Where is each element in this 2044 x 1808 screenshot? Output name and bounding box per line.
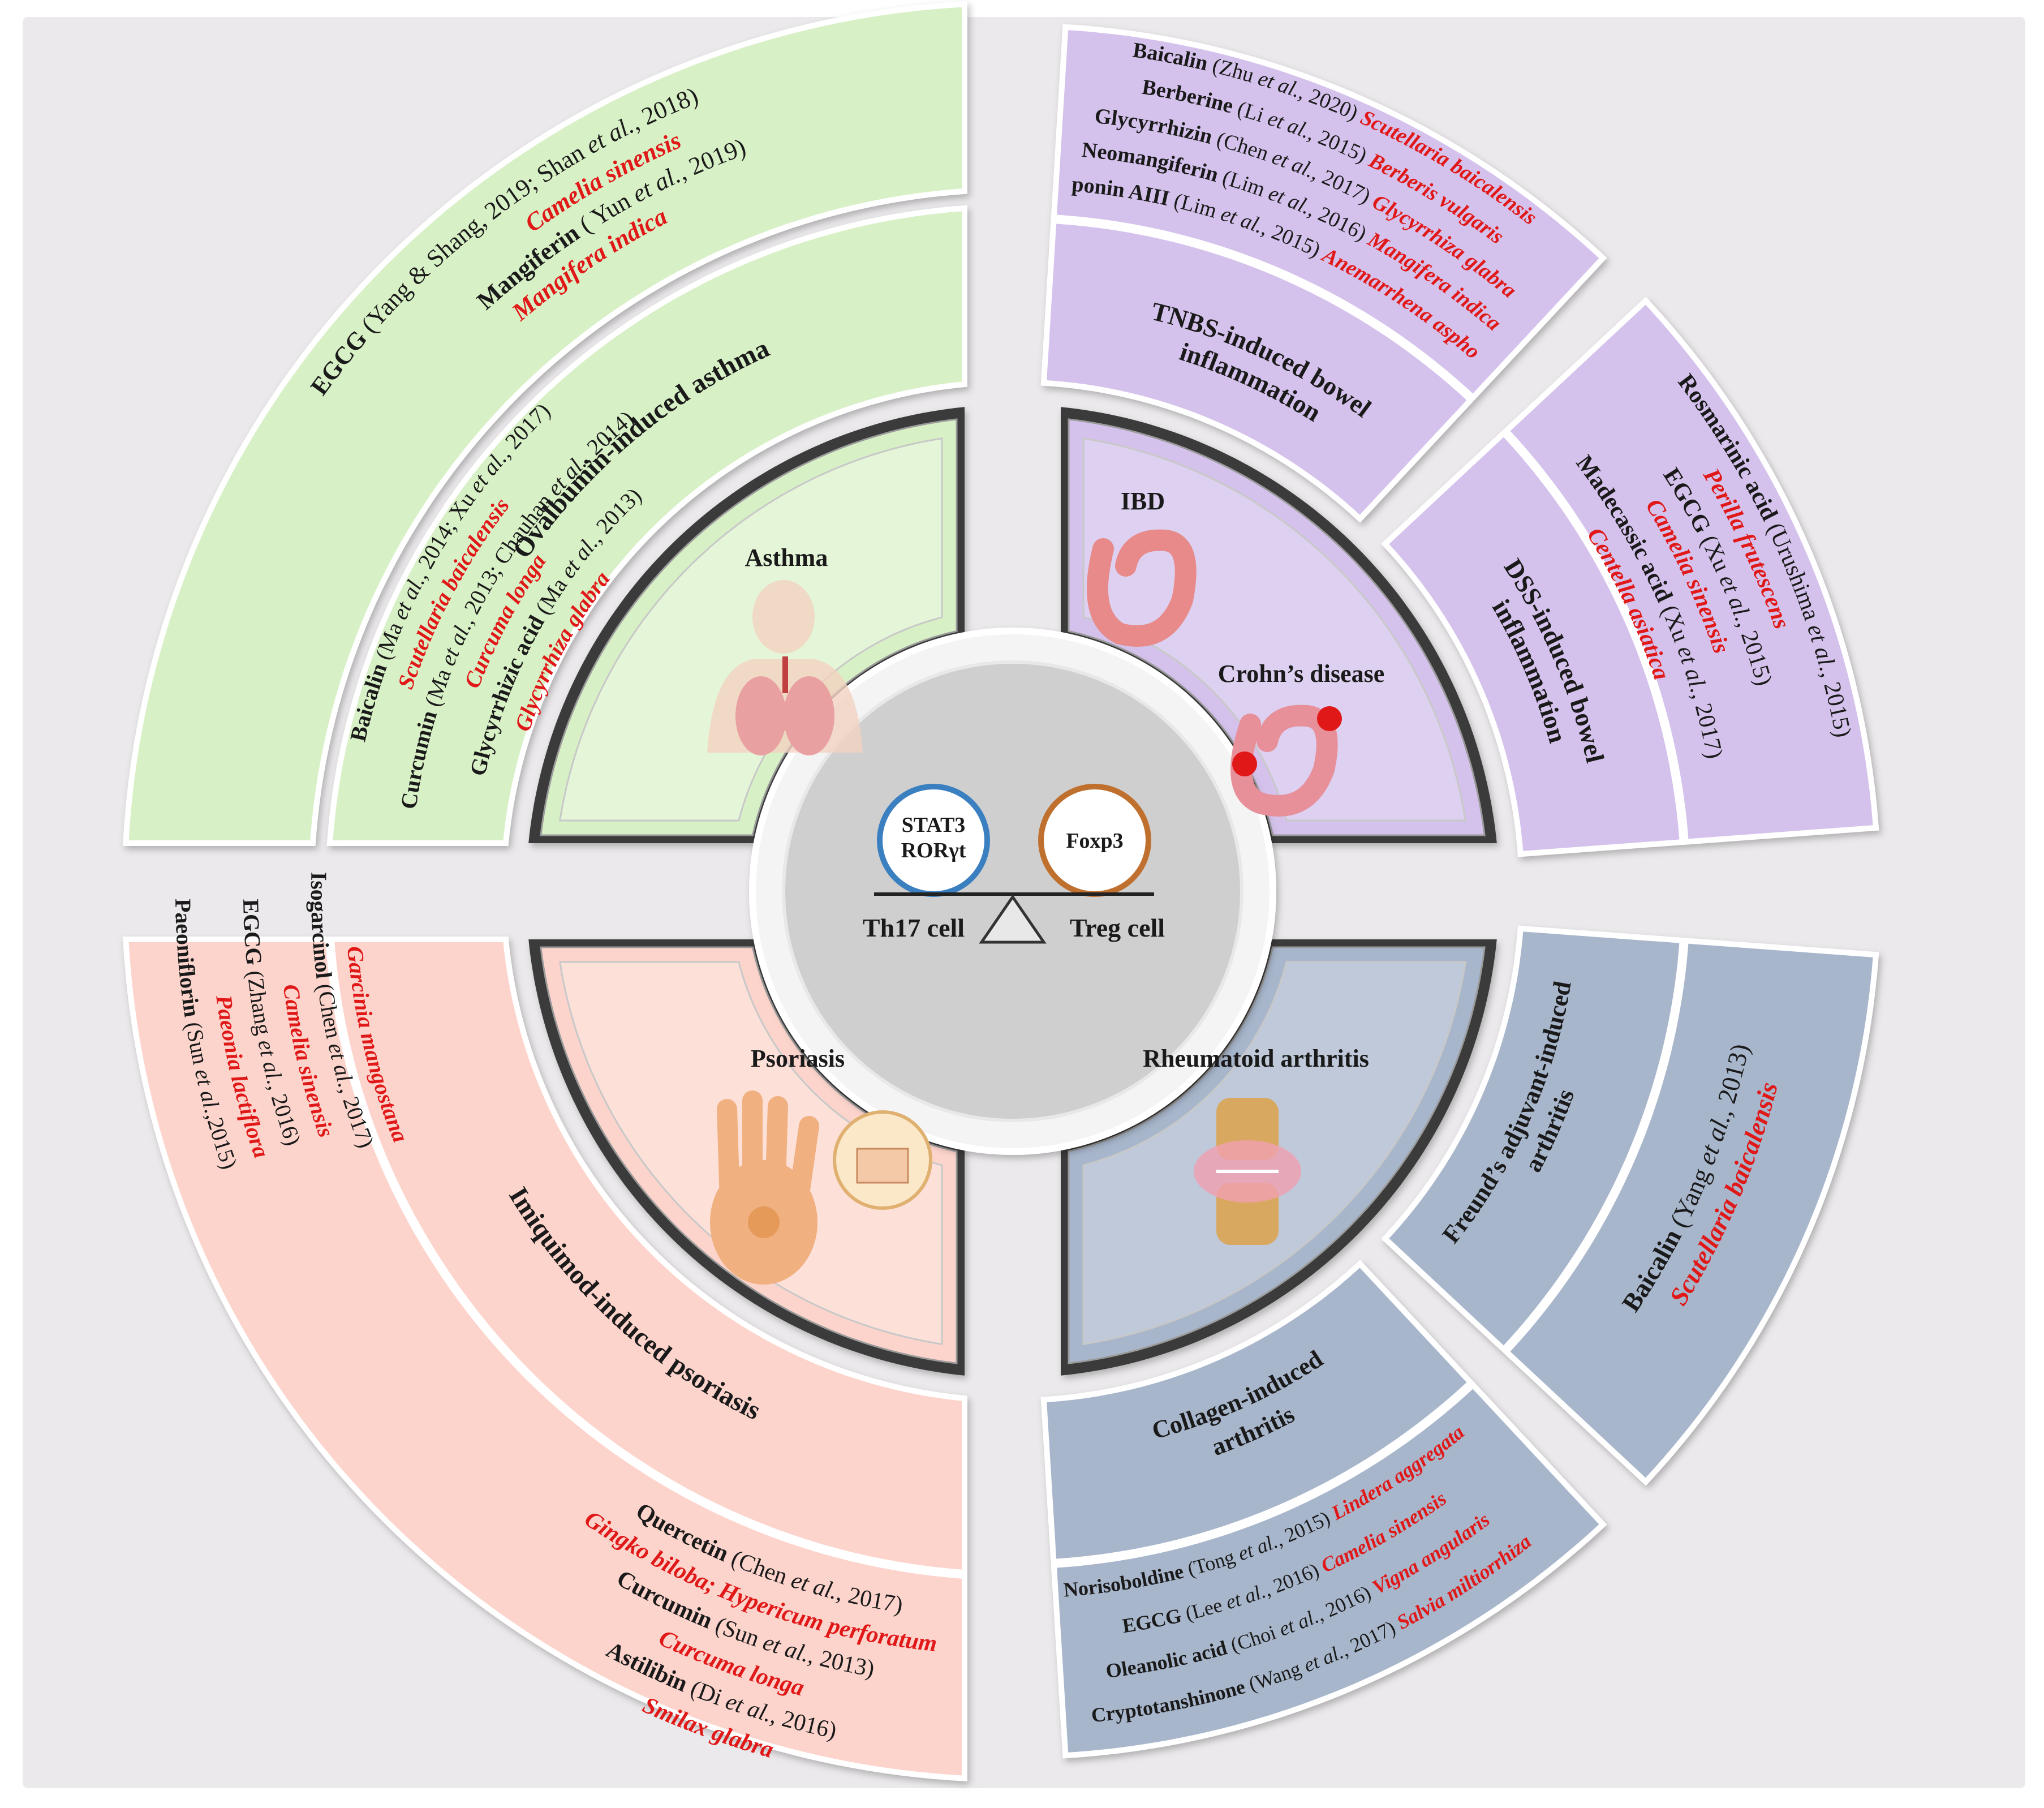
treg-cell-label: Treg cell bbox=[1070, 913, 1165, 942]
th17-cell-label: Th17 cell bbox=[863, 913, 965, 942]
psoriasis-title: Psoriasis bbox=[751, 1045, 845, 1072]
balance-fulcrum bbox=[979, 894, 1047, 944]
psoriasis-hand-fingers bbox=[717, 1090, 819, 1216]
psoriasis-skin-layer bbox=[856, 1148, 909, 1184]
crohns-intestine bbox=[1230, 705, 1338, 817]
psoriasis-divider bbox=[325, 938, 966, 1579]
crohns-title: Crohn’s disease bbox=[1218, 660, 1385, 688]
asthma-head bbox=[752, 580, 815, 654]
crohns-lesion-2 bbox=[1232, 751, 1257, 776]
center-inner-circle bbox=[782, 660, 1243, 1122]
asthma-mid-ring bbox=[326, 205, 967, 846]
crohns-lesion-1 bbox=[1317, 706, 1342, 731]
ra-collagen-divider bbox=[1053, 1380, 1475, 1568]
ibd-tnbs-divider bbox=[1053, 214, 1475, 402]
lung-right bbox=[784, 676, 834, 755]
ibd-intestine bbox=[1087, 529, 1197, 647]
asthma-outer-ring bbox=[122, 1, 967, 846]
ibd-dss-divider bbox=[1501, 428, 1689, 843]
asthma-title: Asthma bbox=[745, 544, 828, 572]
ra-freund-divider bbox=[1501, 940, 1689, 1354]
stat3-label: STAT3 bbox=[902, 813, 966, 837]
foxp3-label: Foxp3 bbox=[1066, 829, 1123, 853]
lung-left bbox=[735, 676, 786, 755]
rorgt-label: RORγt bbox=[901, 839, 966, 862]
psoriasis-outer-ring bbox=[122, 937, 967, 1782]
psoriasis-plaque bbox=[748, 1206, 780, 1238]
ra-title: Rheumatoid arthritis bbox=[1143, 1045, 1369, 1072]
ibd-title: IBD bbox=[1121, 487, 1165, 515]
